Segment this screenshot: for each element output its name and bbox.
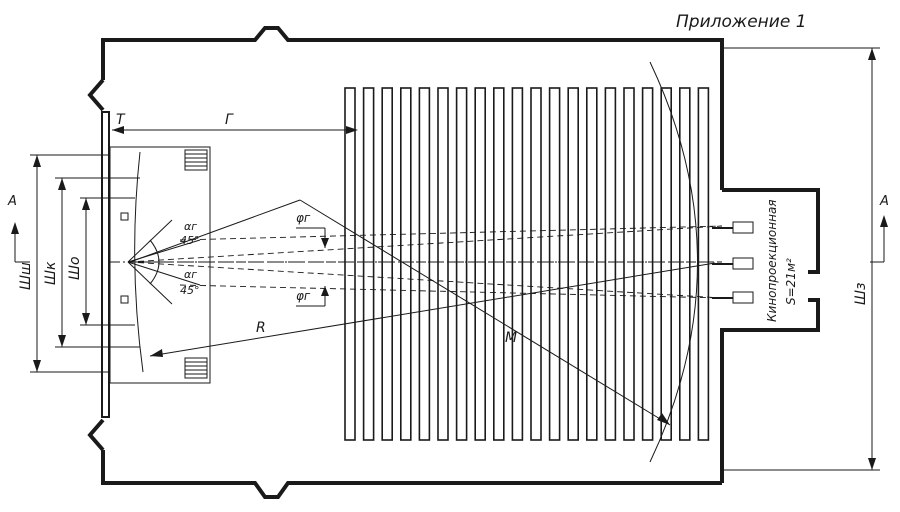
seat-row — [567, 87, 580, 441]
left-door-upper — [87, 78, 105, 112]
seat-row — [344, 87, 356, 441]
r-dimension — [149, 262, 716, 357]
seat-row — [530, 87, 542, 441]
projection-room-wall-lower — [720, 298, 820, 483]
stage-area — [109, 146, 211, 384]
label-alpha-bottom-value: 45° — [180, 284, 200, 297]
label-a-left: А — [7, 194, 17, 209]
g-dimension — [112, 126, 358, 134]
label-t: Т — [116, 112, 126, 128]
seat-row — [381, 87, 394, 441]
left-dimensions — [11, 154, 140, 373]
seat-row — [474, 87, 487, 441]
label-sh-z: Шз — [853, 283, 869, 305]
top-wall — [101, 26, 724, 190]
marker-square-bottom — [120, 295, 129, 304]
viewing-arc — [649, 61, 698, 463]
projection-area-label: S=21м² — [784, 258, 798, 305]
label-a-right: А — [879, 194, 889, 209]
left-door-lower — [87, 418, 105, 452]
appendix-label: Приложение 1 — [676, 12, 807, 32]
seat-row — [548, 87, 561, 441]
seat-row — [362, 87, 375, 441]
label-alpha-bottom: αг — [184, 268, 197, 281]
seat-row — [418, 87, 431, 441]
seat-row — [604, 87, 617, 441]
label-phi-top: φг — [296, 211, 311, 225]
phi-markers — [296, 227, 329, 307]
seat-row — [641, 87, 654, 441]
label-r: R — [256, 320, 266, 336]
seat-row — [455, 87, 468, 441]
bottom-wall — [101, 450, 722, 499]
outer-walls — [87, 26, 820, 499]
label-alpha-top-value: 45° — [180, 234, 200, 247]
seat-row — [492, 87, 505, 441]
speaker-bottom — [184, 357, 208, 379]
seat-row — [623, 87, 635, 441]
seat-row — [660, 87, 673, 441]
label-g: Г — [225, 112, 234, 128]
projection-room-wall — [722, 188, 820, 274]
label-alpha-top: αг — [184, 220, 197, 233]
seat-row — [678, 87, 691, 441]
seating-rows — [344, 87, 710, 441]
seat-row — [511, 87, 524, 441]
text-labels: Приложение 1 Т Г R M А А φг φг αг 45° αг… — [7, 12, 889, 346]
marker-square-top — [120, 212, 129, 221]
label-m: M — [505, 330, 517, 346]
screen-wall — [101, 111, 110, 418]
label-sh-k: Шк — [43, 261, 59, 285]
projection-room-label: Кинопроекционная — [765, 199, 779, 322]
projection-ports — [712, 221, 754, 304]
right-dimension — [722, 47, 888, 471]
label-sh-o: Шо — [67, 256, 83, 280]
speaker-top — [184, 149, 208, 171]
seat-row — [585, 87, 598, 441]
seat-row — [437, 87, 449, 441]
label-sh-sh: Шш — [18, 262, 34, 290]
label-phi-bottom: φг — [296, 289, 311, 303]
